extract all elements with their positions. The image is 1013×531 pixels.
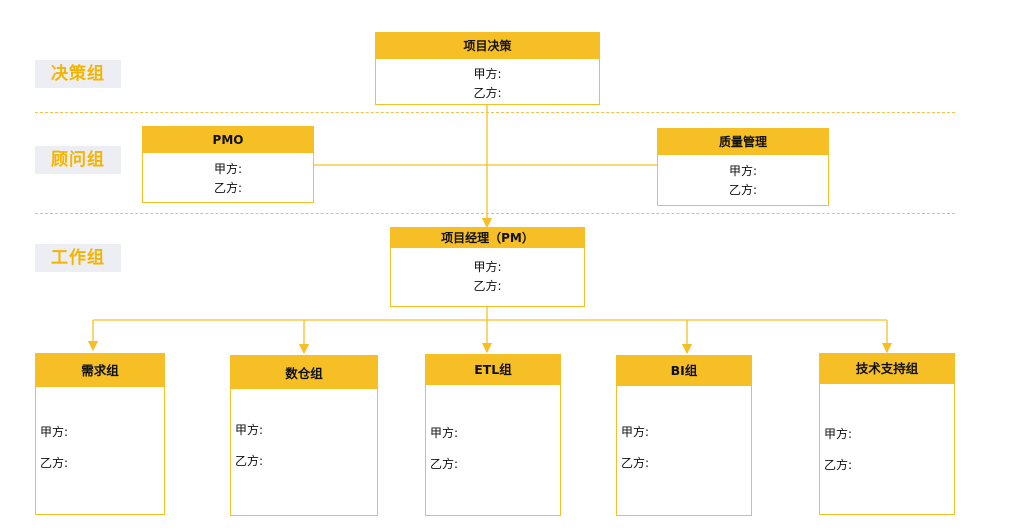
party-b-label: 乙方: — [473, 86, 502, 100]
node-body: 甲方: 乙方: — [658, 155, 828, 200]
node-title: 技术支持组 — [820, 354, 954, 384]
party-a-label: 甲方: — [473, 67, 502, 81]
party-a-label: 甲方: — [473, 260, 502, 274]
node-title: BI组 — [617, 356, 751, 386]
tier-label-advisory: 顾问组 — [35, 146, 121, 174]
node-title: 质量管理 — [658, 129, 828, 155]
node-body: 甲方: 乙方: — [231, 389, 377, 477]
party-a-label: 甲方: — [213, 162, 243, 176]
tier-label-decision: 决策组 — [35, 60, 121, 88]
party-b-label: 乙方: — [430, 457, 459, 471]
party-a-label: 甲方: — [430, 426, 459, 440]
node-body: 甲方: 乙方: — [426, 385, 560, 480]
node-warehouse-group[interactable]: 数仓组 甲方: 乙方: — [230, 355, 378, 516]
party-a-label: 甲方: — [235, 423, 264, 437]
tier-label-working: 工作组 — [35, 244, 121, 272]
node-project-manager[interactable]: 项目经理（PM） 甲方: 乙方: — [390, 227, 585, 307]
party-b-label: 乙方: — [235, 454, 264, 468]
node-body: 甲方: 乙方: — [617, 386, 751, 479]
node-body: 甲方: 乙方: — [143, 153, 313, 198]
node-requirements-group[interactable]: 需求组 甲方: 乙方: — [35, 353, 165, 515]
party-a-label: 甲方: — [728, 164, 758, 178]
party-a-label: 甲方: — [40, 425, 69, 439]
node-body: 甲方: 乙方: — [391, 248, 584, 296]
tier-divider-top — [35, 112, 955, 113]
node-quality-management[interactable]: 质量管理 甲方: 乙方: — [657, 128, 829, 206]
node-tech-support-group[interactable]: 技术支持组 甲方: 乙方: — [819, 353, 955, 515]
node-body: 甲方: 乙方: — [36, 387, 164, 479]
node-title: 项目经理（PM） — [391, 228, 584, 248]
node-title: 数仓组 — [231, 356, 377, 389]
party-b-label: 乙方: — [213, 181, 243, 195]
node-body: 甲方: 乙方: — [820, 384, 954, 481]
party-a-label: 甲方: — [824, 427, 853, 441]
party-b-label: 乙方: — [824, 458, 853, 472]
party-a-label: 甲方: — [621, 425, 650, 439]
node-body: 甲方: 乙方: — [376, 59, 599, 103]
party-b-label: 乙方: — [728, 183, 758, 197]
node-title: 需求组 — [36, 354, 164, 387]
node-project-decision[interactable]: 项目决策 甲方: 乙方: — [375, 32, 600, 105]
node-title: ETL组 — [426, 355, 560, 385]
node-bi-group[interactable]: BI组 甲方: 乙方: — [616, 355, 752, 516]
node-title: PMO — [143, 127, 313, 153]
party-b-label: 乙方: — [621, 456, 650, 470]
party-b-label: 乙方: — [40, 456, 69, 470]
node-etl-group[interactable]: ETL组 甲方: 乙方: — [425, 354, 561, 516]
party-b-label: 乙方: — [473, 279, 502, 293]
tier-divider-bottom — [35, 213, 955, 214]
node-title: 项目决策 — [376, 33, 599, 59]
node-pmo[interactable]: PMO 甲方: 乙方: — [142, 126, 314, 203]
